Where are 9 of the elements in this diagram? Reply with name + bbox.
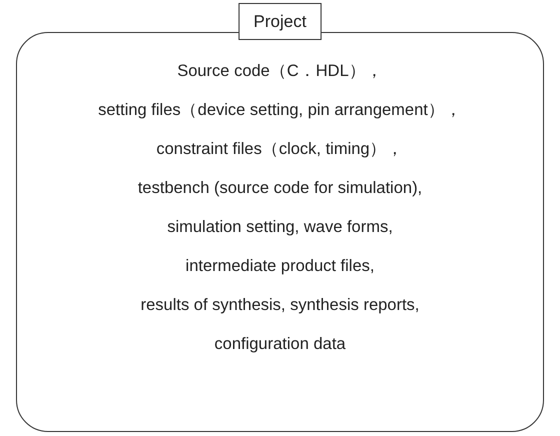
item-text: simulation setting, wave forms, — [167, 217, 393, 238]
item-text: constraint files（clock, timing）， — [156, 139, 404, 160]
item-text: results of synthesis, synthesis reports, — [140, 295, 420, 316]
item-text: intermediate product files, — [186, 256, 374, 277]
item-text: configuration data — [214, 334, 346, 355]
item-text: Source code（C．HDL）， — [177, 61, 383, 82]
item-text: setting files（device setting, pin arrangement）， — [98, 100, 462, 121]
item-text: testbench (source code for simulation), — [138, 178, 422, 199]
panel-title-tab: Project — [238, 3, 322, 40]
